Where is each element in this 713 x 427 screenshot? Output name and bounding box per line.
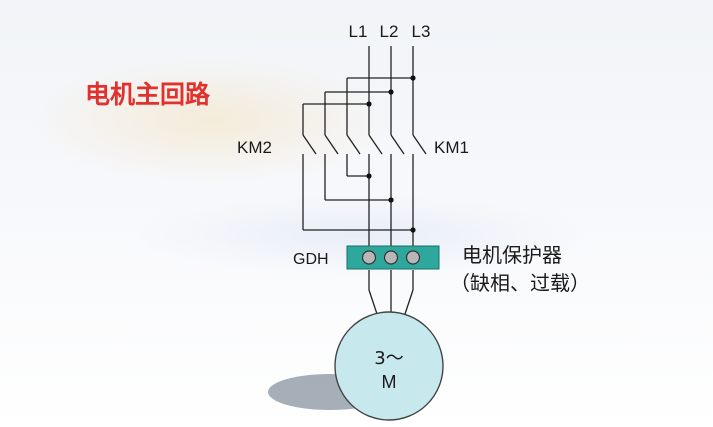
contactor-label-km2: KM2 <box>237 138 272 157</box>
line-label-l1: L1 <box>349 22 368 41</box>
motor-phase-label: 3～ <box>374 348 403 369</box>
supply-wiring <box>302 46 414 135</box>
protector-name: 电机保护器 <box>462 243 562 267</box>
contactor-contacts <box>302 134 427 155</box>
protector-terminals <box>361 250 421 265</box>
diagram-title: 电机主回路 <box>85 80 211 109</box>
junction-dots <box>366 75 416 233</box>
protector-note: （缺相、过载） <box>450 271 590 295</box>
line-label-l2: L2 <box>380 22 399 41</box>
line-label-l3: L3 <box>412 22 431 41</box>
motor-body <box>334 311 444 421</box>
load-wiring <box>302 154 414 315</box>
protector-tag: GDH <box>293 251 329 268</box>
motor-letter: M <box>382 372 397 392</box>
contactor-label-km1: KM1 <box>434 138 469 157</box>
